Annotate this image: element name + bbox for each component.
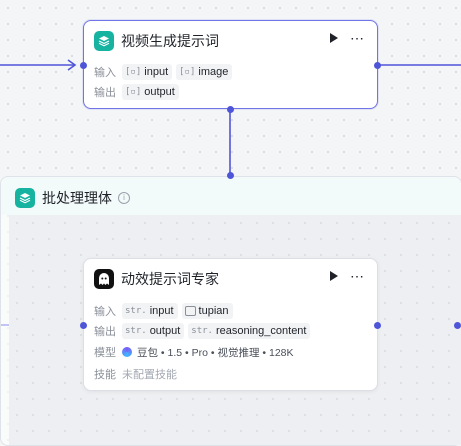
batch-top-port[interactable] <box>227 172 234 179</box>
skills-value: 未配置技能 <box>122 369 177 381</box>
layers-icon <box>94 31 114 51</box>
node-motion-expert[interactable]: 动效提示词专家 ⋯ 输入 str.input tupian 输出 str.out… <box>83 258 378 391</box>
skills-label: 技能 <box>94 369 116 381</box>
batch-right-port[interactable] <box>454 322 461 329</box>
bottom-port[interactable] <box>227 106 234 113</box>
param-name: input <box>144 66 169 78</box>
output-port[interactable] <box>374 322 381 329</box>
batch-title: 批处理理体 <box>42 190 112 206</box>
layers-icon <box>15 188 35 208</box>
param-tag-input: str.input <box>122 303 178 319</box>
output-row: 输出 [▫]output <box>94 84 183 100</box>
output-label: 输出 <box>94 87 116 99</box>
string-icon: str. <box>125 326 147 336</box>
image-icon <box>184 306 196 316</box>
param-name: tupian <box>198 305 229 317</box>
input-row: 输入 str.input tupian <box>94 303 237 319</box>
input-port[interactable] <box>80 62 87 69</box>
node-title: 动效提示词专家 <box>121 271 219 287</box>
param-tag-output: [▫]output <box>122 84 179 100</box>
param-tag-input: [▫]input <box>122 64 173 80</box>
array-icon: [▫] <box>179 67 196 77</box>
skills-row: 技能 未配置技能 <box>94 366 177 382</box>
array-icon: [▫] <box>125 87 142 97</box>
play-icon[interactable] <box>330 33 338 43</box>
param-tag-reasoning: str.reasoning_content <box>188 323 311 339</box>
param-tag-tupian: tupian <box>181 303 233 319</box>
ghost-icon <box>94 269 114 289</box>
doubao-icon <box>122 347 132 357</box>
param-name: output <box>149 325 181 337</box>
param-tag-image: [▫]image <box>176 64 233 80</box>
output-label: 输出 <box>94 326 116 338</box>
input-row: 输入 [▫]input [▫]image <box>94 64 236 80</box>
node-video-prompt[interactable]: 视频生成提示词 ⋯ 输入 [▫]input [▫]image 输出 [▫]out… <box>83 20 378 109</box>
array-icon: [▫] <box>125 67 142 77</box>
model-label: 模型 <box>94 347 116 359</box>
param-name: reasoning_content <box>215 325 307 337</box>
param-name: input <box>149 305 174 317</box>
input-label: 输入 <box>94 306 116 318</box>
param-name: output <box>144 86 175 98</box>
string-icon: str. <box>191 326 213 336</box>
more-icon[interactable]: ⋯ <box>350 30 365 46</box>
model-name: 豆包 • 1.5 • Pro • 视觉推理 • 128K <box>137 346 294 359</box>
play-icon[interactable] <box>330 271 338 281</box>
output-row: 输出 str.output str.reasoning_content <box>94 323 314 339</box>
input-port[interactable] <box>80 322 87 329</box>
edge-arrow-1 <box>67 59 77 71</box>
param-name: image <box>198 66 229 78</box>
input-label: 输入 <box>94 67 116 79</box>
string-icon: str. <box>125 306 147 316</box>
more-icon[interactable]: ⋯ <box>350 268 365 284</box>
output-port[interactable] <box>374 62 381 69</box>
batch-header <box>1 177 461 215</box>
param-tag-output: str.output <box>122 323 185 339</box>
model-row: 模型 豆包 • 1.5 • Pro • 视觉推理 • 128K <box>94 344 294 360</box>
node-title: 视频生成提示词 <box>121 33 219 49</box>
info-icon[interactable]: i <box>118 192 130 204</box>
